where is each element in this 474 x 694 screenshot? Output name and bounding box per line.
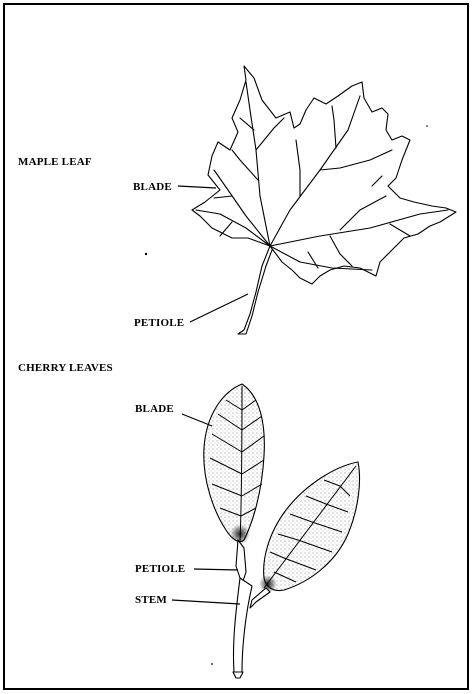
maple-midrib (246, 82, 270, 246)
speck (145, 253, 147, 255)
maple-petiole-pointer (190, 294, 248, 322)
cherry-stem (233, 578, 252, 672)
speck (426, 125, 428, 127)
cherry-stem-pointer (172, 600, 240, 604)
cherry-blade-pointer (182, 414, 212, 426)
maple-petiole (238, 246, 272, 334)
cherry-right-petiole (250, 588, 270, 608)
cherry-left-petiole (236, 540, 246, 584)
cherry-petiole-pointer (194, 569, 238, 570)
cherry-left-blade (204, 384, 265, 542)
cherry-right-blade (264, 462, 360, 591)
cherry-leaf-right (259, 462, 360, 593)
maple-leaf-drawing (192, 66, 456, 334)
maple-leaf-outline (192, 66, 456, 284)
speck (211, 663, 213, 665)
cherry-leaf-left (204, 384, 265, 544)
maple-blade-pointer (178, 186, 216, 188)
